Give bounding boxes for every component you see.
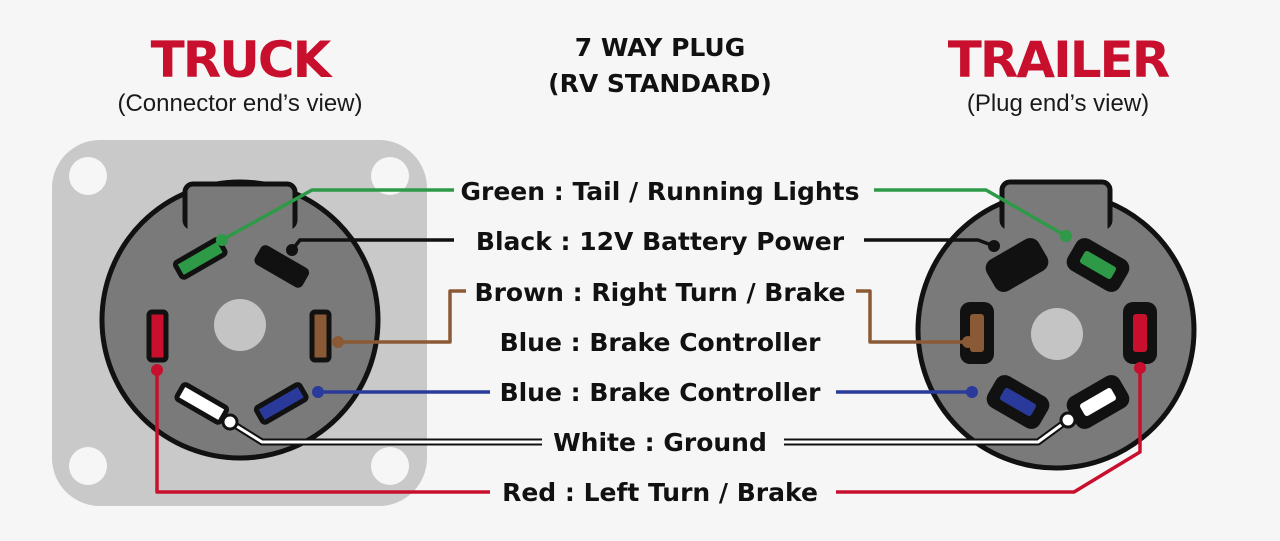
truck-center-pin	[214, 299, 266, 351]
dot-brown-truck	[332, 336, 344, 348]
trailer-pin-brown	[960, 302, 994, 364]
label-brown-wire: Brown : Right Turn / Brake	[475, 278, 846, 307]
dot-red-truck	[151, 364, 163, 376]
label-black-wire: Black : 12V Battery Power	[476, 227, 845, 256]
trailer-title: TRAILER	[948, 31, 1170, 89]
trailer-pin-black	[985, 238, 1049, 292]
truck-pin-black	[254, 245, 310, 288]
trailer-center-pin	[1031, 308, 1083, 360]
wire-white-trailer	[784, 418, 1069, 444]
label-blue-wire-2: Blue : Brake Controller	[500, 378, 822, 407]
wire-brown-trailer	[856, 289, 968, 344]
truck-subtitle: (Connector end’s view)	[117, 90, 362, 117]
label-blue-wire-1: Blue : Brake Controller	[500, 328, 822, 357]
label-white-wire: White : Ground	[553, 428, 767, 457]
wire-green-truck	[221, 188, 454, 242]
label-red-wire: Red : Left Turn / Brake	[502, 478, 818, 507]
trailer-pin-white	[1066, 375, 1130, 429]
wire-green-trailer	[874, 188, 1067, 238]
trailer-pin-red	[1123, 302, 1157, 364]
truck-title: TRUCK	[151, 31, 334, 89]
wire-end-dots	[151, 230, 1146, 431]
dot-blue-trailer	[966, 386, 978, 398]
truck-pin-brown	[309, 309, 332, 363]
truck-mount-hole-bottom-right	[371, 447, 409, 485]
center-title-line2: (RV STANDARD)	[548, 69, 772, 98]
truck-pin-white	[174, 382, 230, 425]
wires	[155, 188, 1142, 494]
wire-red-truck	[155, 370, 490, 494]
dot-green-truck	[216, 234, 228, 246]
truck-mount-hole-top-left	[69, 157, 107, 195]
truck-pin-red	[146, 309, 169, 363]
wire-white-truck	[229, 420, 542, 444]
truck-mount-hole-bottom-left	[69, 447, 107, 485]
dot-green-trailer	[1060, 230, 1072, 242]
trailer-pin-blue	[986, 375, 1050, 429]
dot-white-truck	[221, 413, 239, 431]
dot-black-trailer	[988, 240, 1000, 252]
wire-brown-truck	[338, 289, 466, 344]
wire-red-trailer	[836, 368, 1142, 494]
label-green-wire: Green : Tail / Running Lights	[461, 177, 860, 206]
dot-brown-trailer	[962, 336, 974, 348]
truck-connector	[52, 140, 427, 506]
dot-red-trailer	[1134, 362, 1146, 374]
truck-mount-hole-top-right	[371, 157, 409, 195]
trailer-subtitle: (Plug end’s view)	[967, 90, 1149, 117]
dot-black-truck	[286, 244, 298, 256]
center-title-line1: 7 WAY PLUG	[575, 33, 746, 62]
trailer-pin-green	[1066, 238, 1130, 292]
dot-blue-truck	[312, 386, 324, 398]
dot-white-trailer	[1059, 411, 1077, 429]
wire-labels: Green : Tail / Running Lights Black : 12…	[461, 177, 860, 507]
truck-pin-blue	[253, 382, 309, 425]
